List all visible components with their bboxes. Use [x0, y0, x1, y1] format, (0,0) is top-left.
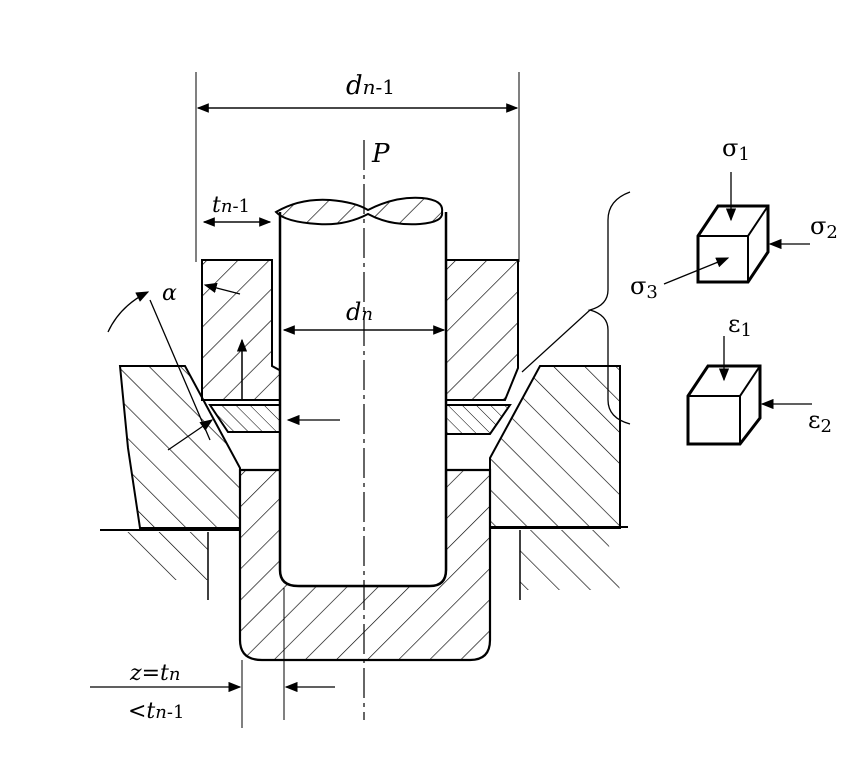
label-eps1: ε1 — [728, 310, 752, 341]
arrow-die-press — [167, 419, 214, 451]
label-dn: dn — [346, 298, 373, 326]
punch — [278, 212, 448, 588]
label-eps2: ε2 — [808, 406, 832, 437]
label-z-tn: z=tn — [129, 661, 180, 686]
wall-upper-right — [445, 259, 519, 401]
label-sigma3: σ3 — [630, 272, 658, 303]
deformation-zone-right — [445, 404, 512, 435]
label-lt-tn1: <tn-1 — [128, 699, 184, 724]
label-alpha: α — [162, 281, 177, 306]
label-sigma1: σ1 — [722, 134, 750, 165]
arrow-alpha-wall — [203, 282, 241, 295]
label-sigma2: σ2 — [810, 212, 838, 243]
label-force-p: P — [371, 139, 390, 169]
stress-cube — [696, 204, 770, 284]
label-tn1: tn-1 — [212, 193, 250, 218]
strain-cube — [686, 364, 762, 446]
label-dn1: dn-1 — [346, 71, 395, 101]
base-right — [520, 530, 620, 590]
alpha-arc — [107, 291, 150, 333]
deformation-zone-left — [208, 404, 284, 433]
punch-top-section — [274, 196, 444, 226]
sigma3-arrow — [663, 257, 730, 285]
base-left — [112, 532, 208, 580]
